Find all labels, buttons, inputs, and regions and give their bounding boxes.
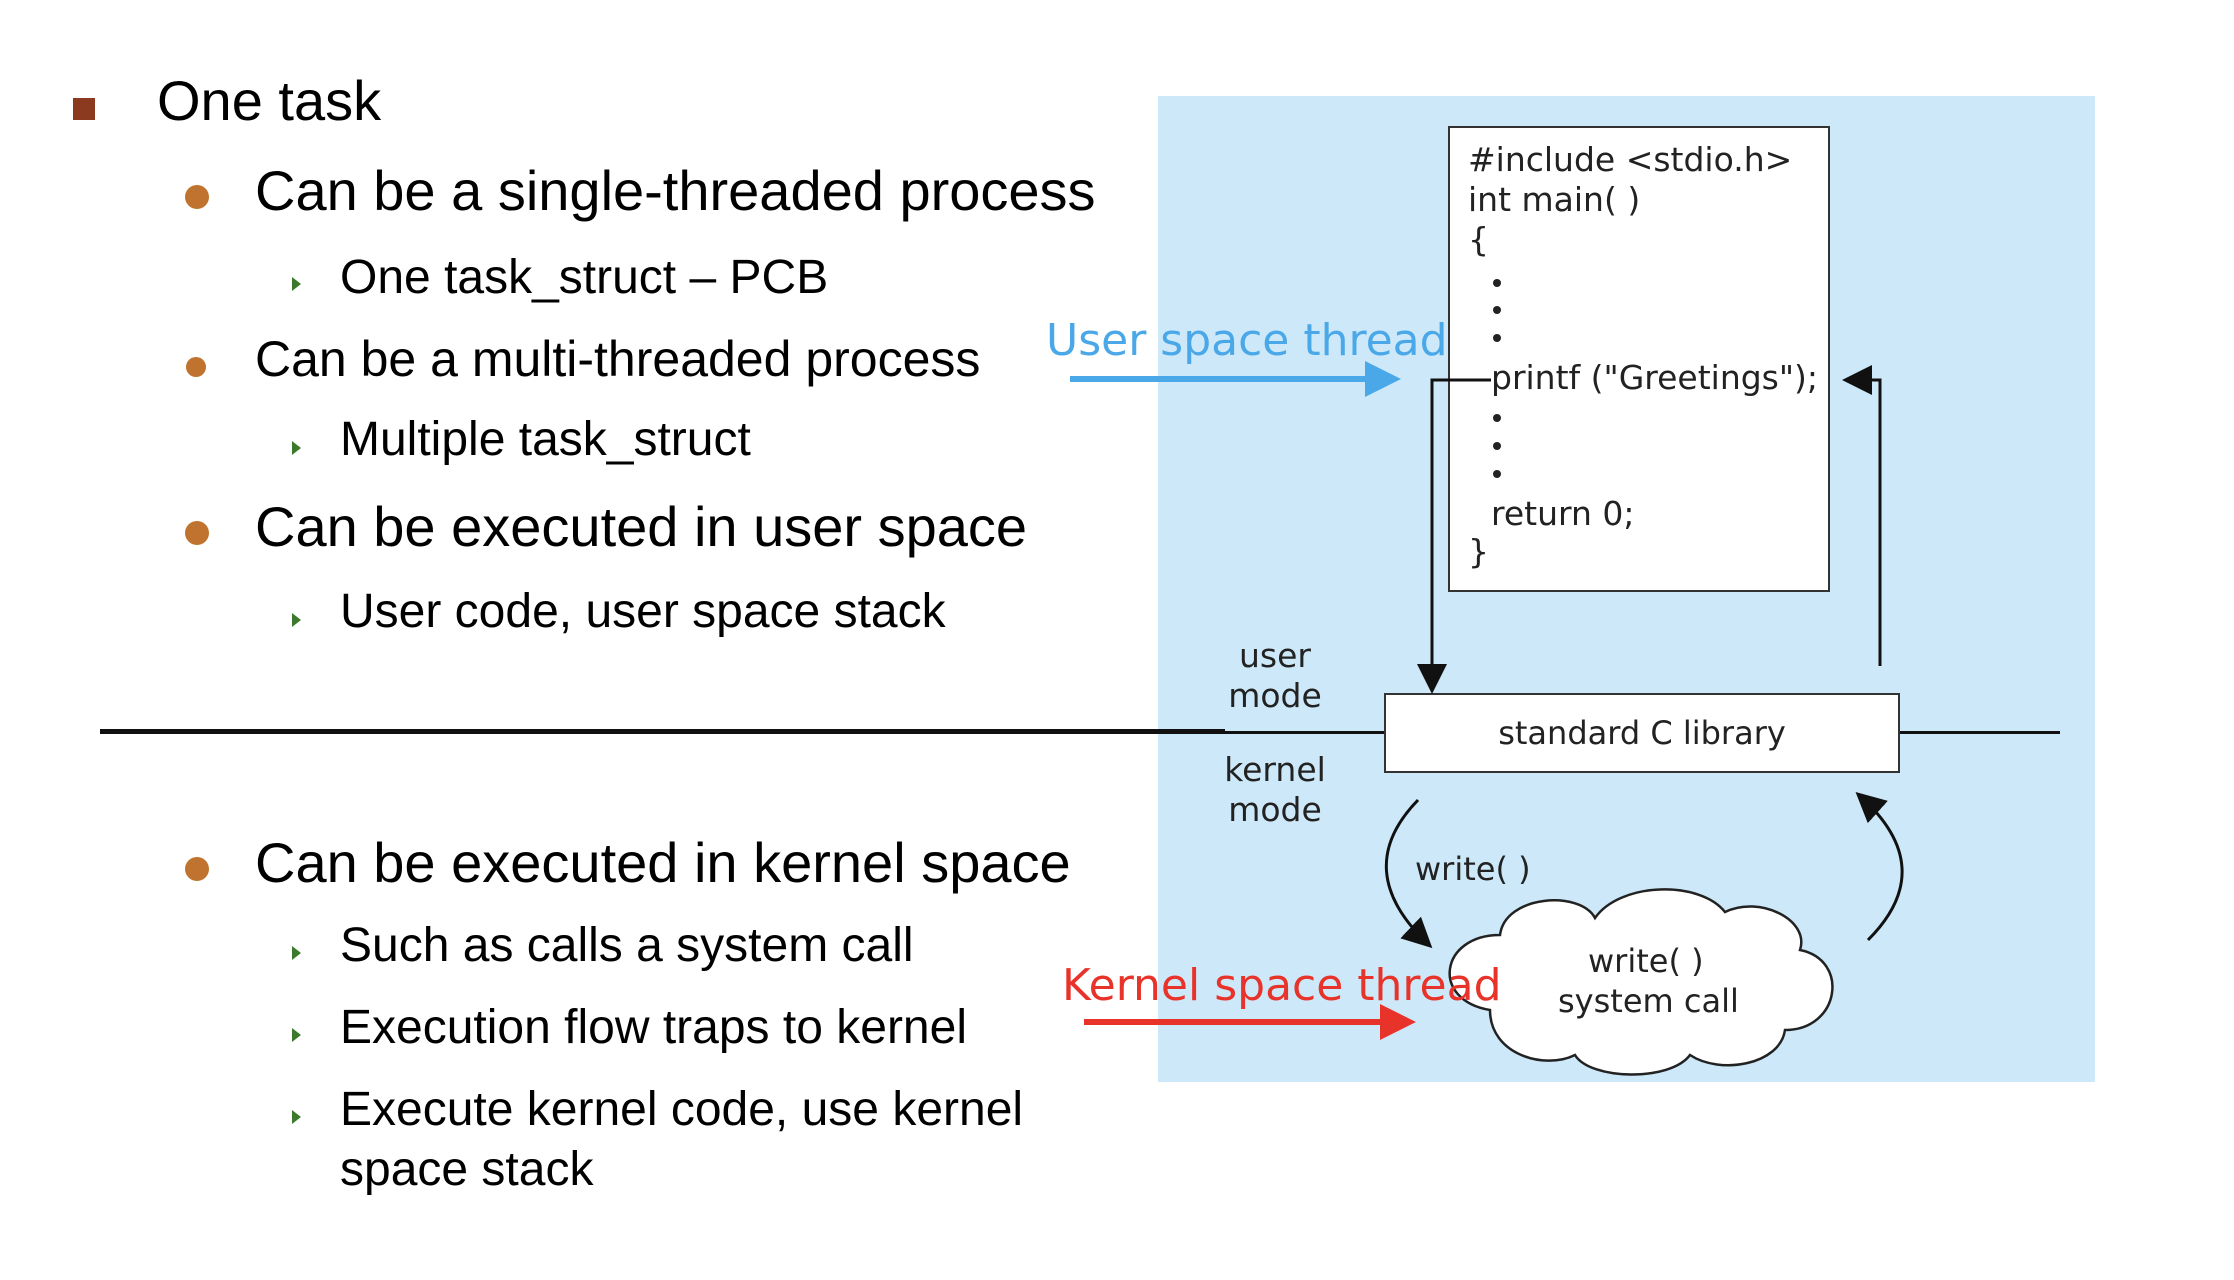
user-mode-label: user mode: [1220, 636, 1330, 716]
bullet-kernel-space: Can be executed in kernel space: [255, 831, 1071, 894]
triangle-bullet-icon: [292, 441, 301, 455]
code-line-printf: printf ("Greetings");: [1491, 358, 1819, 397]
triangle-bullet-icon: [292, 277, 301, 291]
code-line-include: #include <stdio.h>: [1468, 140, 1793, 179]
user-mode-line1: user: [1239, 636, 1311, 675]
arrow-syscall-up: [1855, 791, 1904, 942]
syscall-line2: system call: [1558, 982, 1739, 1020]
code-line-main: int main( ): [1468, 180, 1641, 219]
write-call-label: write( ): [1415, 850, 1531, 888]
kernel-mode-label: kernel mode: [1210, 750, 1340, 830]
triangle-bullet-icon: [292, 1028, 301, 1042]
triangle-bullet-icon: [292, 946, 301, 960]
triangle-bullet-icon: [292, 1110, 301, 1124]
bullet-kernel-sub3-line2: space stack: [340, 1143, 594, 1196]
code-box: [1448, 126, 1830, 592]
bullet-kernel-sub3-line1: Execute kernel code, use kernel: [340, 1083, 1024, 1136]
kernel-mode-line1: kernel: [1224, 750, 1326, 789]
code-ellipsis-dot: [1493, 414, 1501, 422]
kernel-space-thread-label: Kernel space thread: [1062, 960, 1502, 1011]
bullet-one-task: One task: [157, 69, 382, 132]
user-mode-line2: mode: [1228, 676, 1322, 715]
bullet-user-sub: User code, user space stack: [340, 585, 946, 638]
arrow-printf-to-library: [1417, 378, 1491, 694]
standard-c-library-box: standard C library: [1384, 693, 1900, 773]
code-line-brace-open: {: [1468, 220, 1489, 259]
mode-divider-line-mid: [1225, 731, 1385, 734]
code-ellipsis-dot: [1493, 470, 1501, 478]
bullet-single-threaded: Can be a single-threaded process: [255, 159, 1096, 222]
code-line-return: return 0;: [1491, 494, 1635, 533]
square-bullet-icon: [73, 98, 95, 120]
dot-bullet-icon: [186, 357, 206, 377]
dot-bullet-icon: [185, 185, 209, 209]
triangle-bullet-icon: [292, 613, 301, 627]
code-ellipsis-dot: [1493, 306, 1501, 314]
dot-bullet-icon: [185, 857, 209, 881]
user-space-thread-label: User space thread: [1046, 315, 1448, 366]
arrow-write-down: [1385, 798, 1433, 949]
code-ellipsis-dot: [1493, 442, 1501, 450]
bullet-user-space: Can be executed in user space: [255, 495, 1028, 558]
bullet-multi-sub: Multiple task_struct: [340, 413, 751, 466]
bullet-single-sub: One task_struct – PCB: [340, 251, 829, 304]
arrow-library-to-printf: [1842, 365, 1882, 666]
mode-divider-line: [100, 729, 1225, 734]
code-line-brace-close: }: [1468, 532, 1489, 571]
bullet-kernel-sub2: Execution flow traps to kernel: [340, 1001, 967, 1054]
bullet-kernel-sub1: Such as calls a system call: [340, 919, 914, 972]
syscall-line1: write( ): [1588, 942, 1704, 980]
code-ellipsis-dot: [1493, 279, 1501, 287]
dot-bullet-icon: [185, 521, 209, 545]
mode-divider-line-right: [1900, 731, 2060, 734]
bullet-multi-threaded: Can be a multi-threaded process: [255, 331, 981, 387]
syscall-cloud: [1448, 888, 1834, 1076]
kernel-mode-line2: mode: [1228, 790, 1322, 829]
library-label: standard C library: [1498, 714, 1786, 752]
code-ellipsis-dot: [1493, 334, 1501, 342]
